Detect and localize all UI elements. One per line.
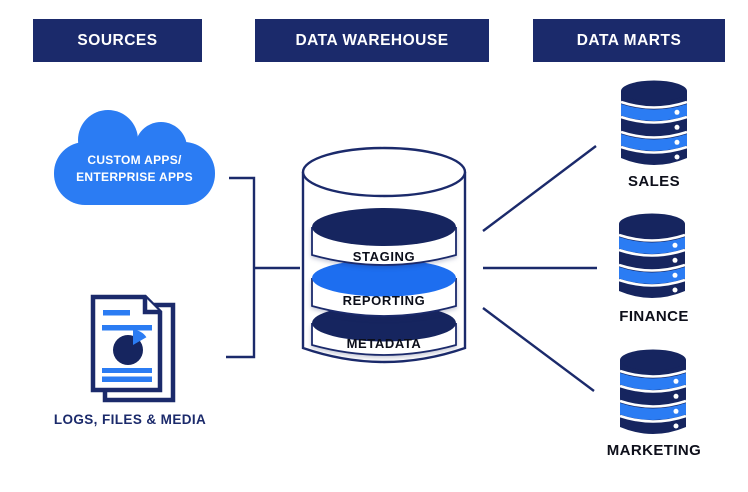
- document-folded-corner: [142, 297, 160, 315]
- disk-reporting: [311, 259, 457, 317]
- disk-label-staging: STAGING: [352, 249, 416, 264]
- disk-label-metadata: METADATA: [346, 336, 422, 351]
- document-text-line: [102, 325, 152, 331]
- disk-label-reporting: REPORTING: [342, 293, 426, 308]
- cloud-icon: [54, 110, 215, 205]
- cloud-label-line2: ENTERPRISE APPS: [76, 170, 193, 184]
- connector-warehouse-to-marketing: [482, 307, 595, 392]
- connector-sources-bracket: [226, 176, 256, 359]
- database-icon: [619, 349, 687, 441]
- connector-warehouse-to-sales: [482, 145, 597, 232]
- document-report-icon: [90, 294, 176, 403]
- header-data-marts: DATA MARTS: [533, 19, 725, 62]
- mart-label-finance: FINANCE: [619, 308, 689, 325]
- mart-label-marketing: MARKETING: [606, 442, 702, 459]
- mart-label-sales: SALES: [627, 173, 680, 190]
- header-data-warehouse: DATA WAREHOUSE: [255, 19, 489, 62]
- disk-staging: [311, 208, 457, 266]
- header-sources: SOURCES: [33, 19, 202, 62]
- cloud-label-line1: CUSTOM APPS/: [87, 153, 182, 167]
- cylinder-top: [301, 146, 467, 198]
- pie-chart-icon: [113, 329, 147, 365]
- database-icon: [620, 80, 688, 172]
- document-text-line: [102, 368, 152, 373]
- document-text-line: [102, 376, 152, 382]
- files-media-label: LOGS, FILES & MEDIA: [53, 412, 207, 427]
- database-icon: [618, 213, 686, 305]
- document-text-line: [103, 310, 130, 316]
- database-cylinder-icon: [301, 146, 467, 364]
- cloud-label: CUSTOM APPS/ ENTERPRISE APPS: [53, 152, 216, 186]
